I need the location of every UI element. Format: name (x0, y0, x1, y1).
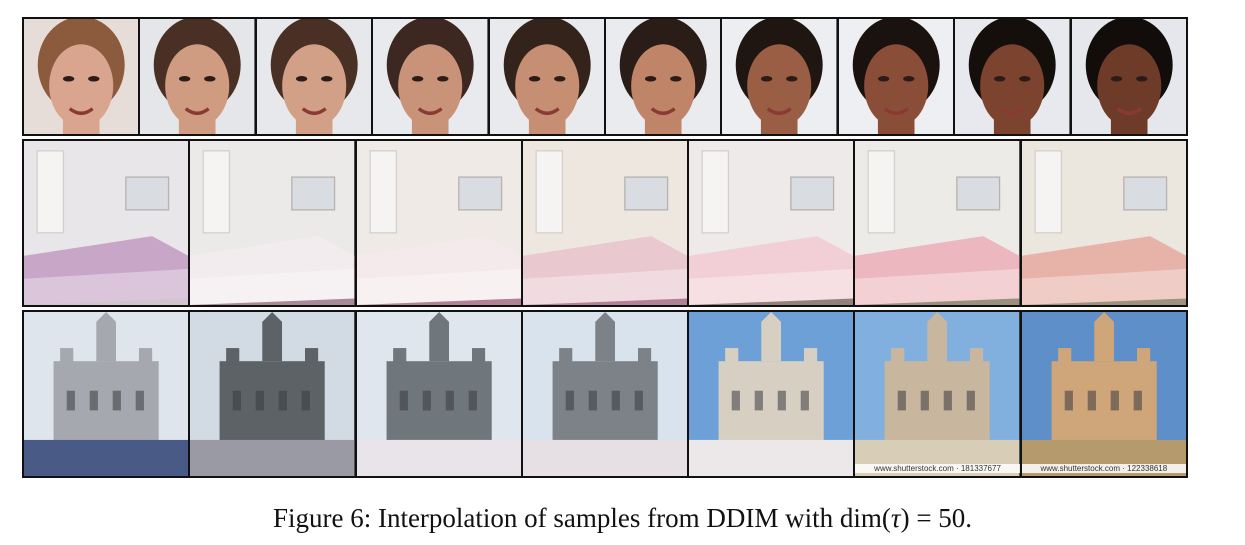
faces-sample-image (955, 19, 1070, 134)
bedroom-sample-image (24, 141, 189, 305)
church-sample-image (24, 312, 189, 476)
church-sample-image: www.shutterstock.com · 122338618 (1021, 312, 1186, 476)
faces-sample-image (606, 19, 721, 134)
caption-label: Figure 6: (272, 503, 372, 533)
caption-math: dim(τ) = 50. (839, 503, 973, 533)
church-sample-image (689, 312, 854, 476)
bedroom-sample-image (855, 141, 1020, 305)
bedroom-sample-image (689, 141, 854, 305)
faces-sample-image (489, 19, 605, 134)
church-sample-image (190, 312, 355, 476)
caption-math-fn: dim (839, 503, 882, 533)
faces-sample-image (373, 19, 488, 134)
caption-math-eq: = 50. (916, 503, 973, 533)
faces-sample-image (1071, 19, 1187, 134)
church-sample-image (356, 312, 521, 476)
church-sample-image: www.shutterstock.com · 181337677 (855, 312, 1020, 476)
figure-caption: Figure 6: Interpolation of samples from … (0, 503, 1245, 534)
caption-math-var: τ (890, 503, 901, 533)
caption-text: Interpolation of samples from DDIM with (377, 503, 834, 533)
bedroom-interpolation-row (22, 139, 1188, 307)
faces-sample-image (256, 19, 372, 134)
watermark-text: www.shutterstock.com · 122338618 (1021, 464, 1186, 473)
faces-sample-image (838, 19, 954, 134)
bedroom-sample-image (1021, 141, 1186, 305)
faces-sample-image (140, 19, 255, 134)
bedroom-sample-image (190, 141, 355, 305)
face-interpolation-row (22, 17, 1188, 136)
bedroom-sample-image (522, 141, 688, 305)
bedroom-sample-image (356, 141, 521, 305)
faces-sample-image (722, 19, 837, 134)
church-sample-image (522, 312, 688, 476)
watermark-text: www.shutterstock.com · 181337677 (855, 464, 1020, 473)
faces-sample-image (24, 19, 139, 134)
